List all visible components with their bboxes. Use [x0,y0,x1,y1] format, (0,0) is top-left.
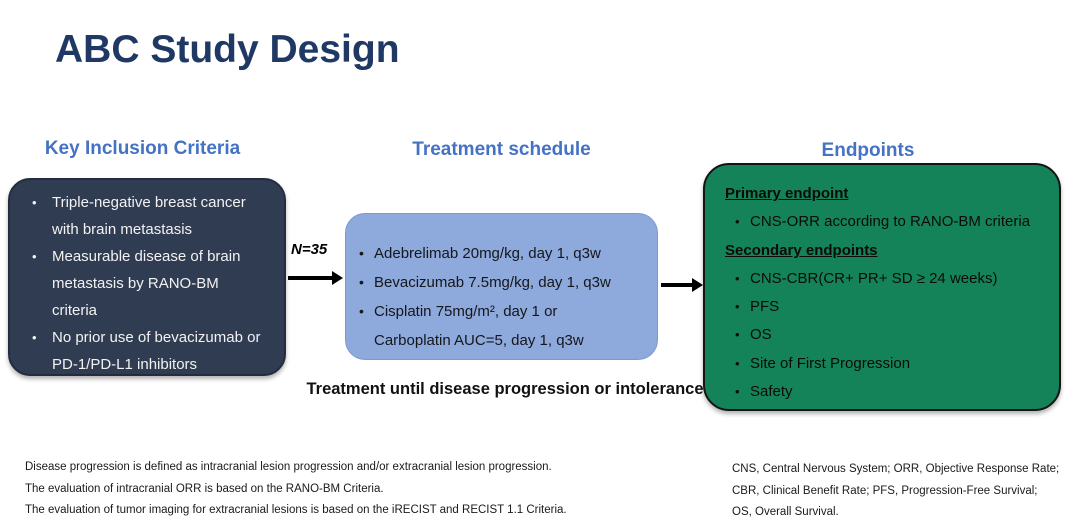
arrow-shaft [288,275,332,281]
inclusion-criteria-list: Triple-negative breast cancer with brain… [30,189,276,378]
inclusion-bullet: No prior use of bevacizumab or PD-1/PD-L… [30,324,276,378]
arrow-head [692,278,703,292]
footnote-line: CNS, Central Nervous System; ORR, Object… [732,463,1060,475]
treatment-schedule-list: Adebrelimab 20mg/kg, day 1, q3w Bevacizu… [359,239,649,355]
footnote-line: The evaluation of tumor imaging for extr… [25,504,567,516]
footnote-line: The evaluation of intracranial ORR is ba… [25,482,384,495]
inclusion-bullet: Triple-negative breast cancer with brain… [30,189,276,243]
endpoint-bullet: Safety [725,378,1049,407]
footnotes-abbreviations: CNS, Central Nervous System; ORR, Object… [732,459,1062,524]
flow-arrow-icon [288,271,343,285]
endpoints-box: Primary endpoint CNS-ORR according to RA… [703,163,1061,411]
sample-size-label: N=35 [291,241,328,258]
treatment-bullet: Bevacizumab 7.5mg/kg, day 1, q3w [359,268,649,297]
arrow-shaft [661,282,692,288]
treatment-bullet: Adebrelimab 20mg/kg, day 1, q3w [359,239,649,268]
treatment-bullet: Cisplatin 75mg/m², day 1 or Carboplatin … [359,297,649,355]
endpoint-bullet: CNS-ORR according to RANO-BM criteria [725,208,1049,237]
endpoint-bullet: CNS-CBR(CR+ PR+ SD ≥ 24 weeks) [725,265,1049,294]
inclusion-criteria-box: Triple-negative breast cancer with brain… [8,178,286,376]
endpoint-bullet: PFS [725,293,1049,322]
secondary-endpoints-label: Secondary endpoints [725,241,878,259]
arrow-head [332,271,343,285]
page-title: ABC Study Design [55,28,400,71]
footnote-line: OS, Overall Survival. [732,506,839,518]
primary-endpoint-label: Primary endpoint [725,185,849,202]
endpoint-bullet: Site of First Progression [725,350,1049,379]
footnote-line: Disease progression is defined as intrac… [25,461,552,473]
secondary-endpoints-list: CNS-CBR(CR+ PR+ SD ≥ 24 weeks) PFS OS Si… [725,265,1049,407]
endpoints-column-header: Endpoints [821,140,915,161]
inclusion-bullet: Measurable disease of brain metastasis b… [30,243,276,324]
inclusion-column-header: Key Inclusion Criteria [44,138,241,159]
endpoint-bullet: OS [725,321,1049,350]
flow-arrow-icon [661,278,703,292]
treatment-schedule-box: Adebrelimab 20mg/kg, day 1, q3w Bevacizu… [345,213,658,360]
footnote-line: CBR, Clinical Benefit Rate; PFS, Progres… [732,484,1038,497]
footnotes-left: Disease progression is defined as intrac… [25,457,665,522]
primary-endpoints-list: CNS-ORR according to RANO-BM criteria [725,208,1049,237]
treatment-column-header: Treatment schedule [412,139,591,160]
treatment-duration-caption: Treatment until disease progression or i… [306,380,704,398]
